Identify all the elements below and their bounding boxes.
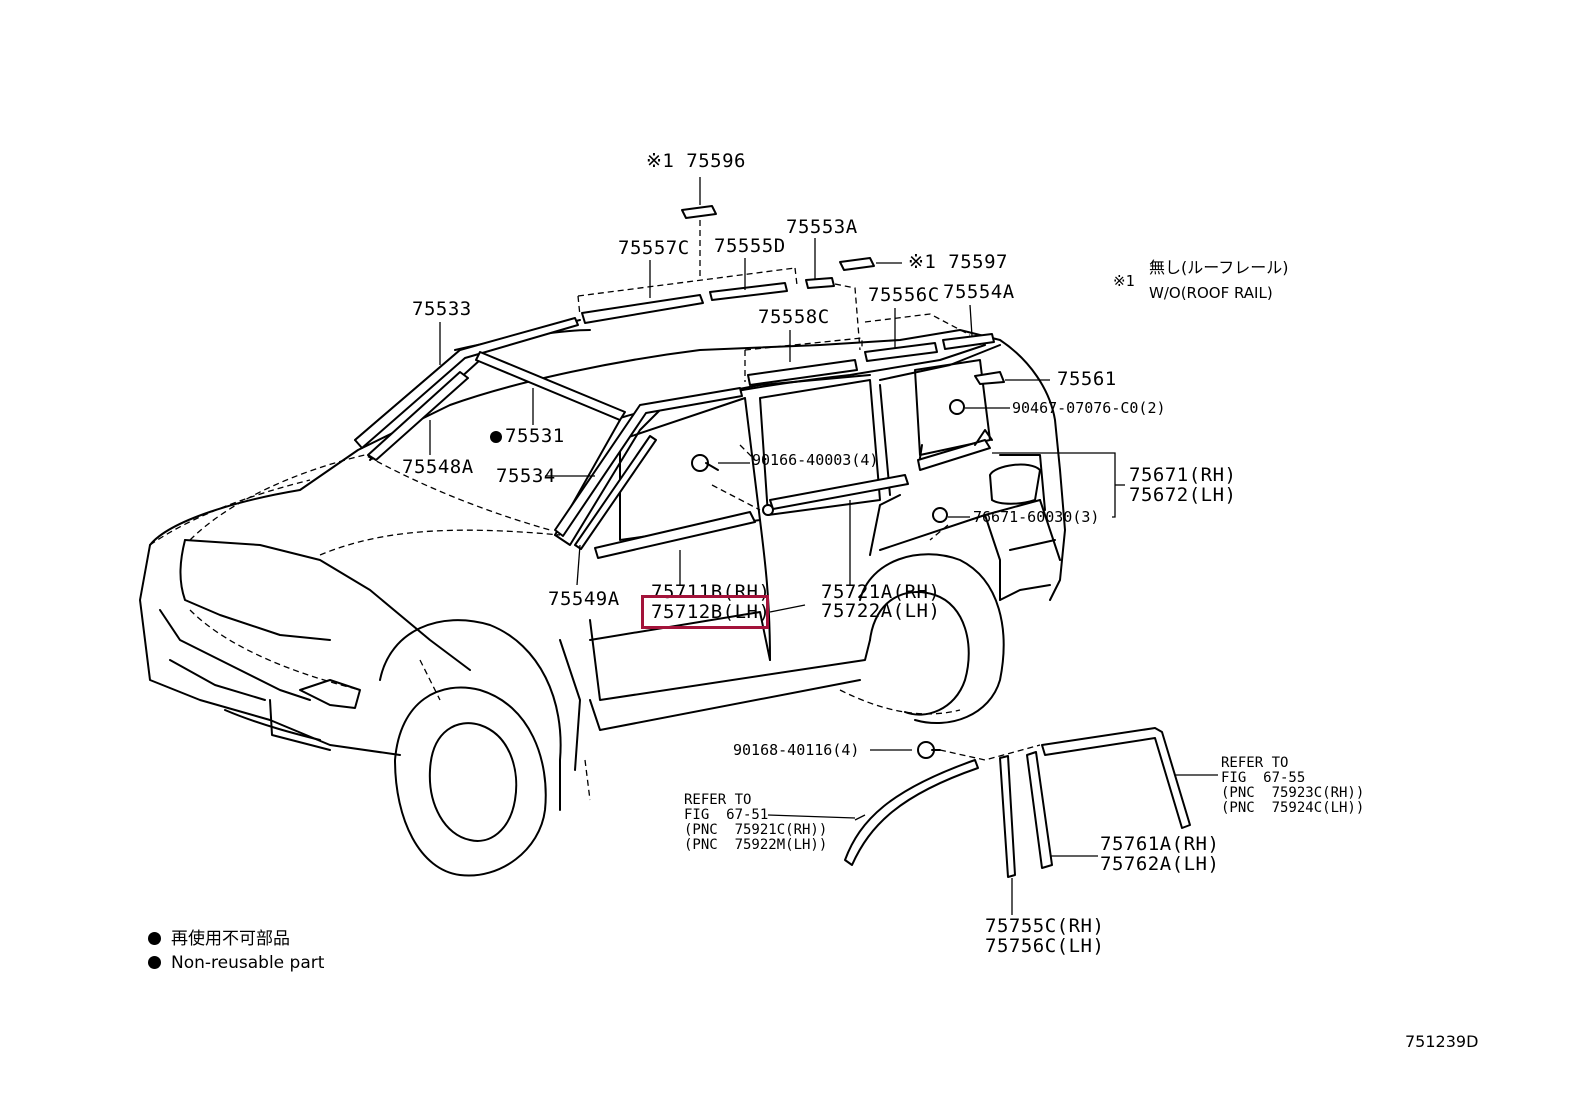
part-75755c-shape	[999, 755, 1016, 878]
clip-90467-shape	[949, 399, 965, 415]
clip-door-shape	[762, 504, 774, 516]
label-75755c: 75755C(RH)	[985, 915, 1105, 937]
refer-right-line1: REFER TO	[1221, 755, 1289, 771]
part-75761a-shape	[1026, 751, 1053, 869]
label-75533: 75533	[412, 298, 472, 320]
label-75554a: 75554A	[943, 281, 1015, 303]
label-75534: 75534	[496, 465, 556, 487]
label-75721a: 75721A(RH)	[821, 581, 941, 603]
part-75555d-shape	[709, 282, 788, 301]
legend-bullet-jp	[148, 932, 161, 945]
legend: 再使用不可部品 Non-reusable part	[148, 928, 324, 974]
part-75533-shape	[354, 317, 579, 449]
part-75711b-shape	[594, 511, 756, 559]
part-75561-shape	[974, 371, 1005, 385]
part-75671-bracket	[974, 429, 993, 446]
label-75672: 75672(LH)	[1129, 484, 1237, 506]
label-75596: ※1 75596	[646, 150, 746, 172]
label-75553a: 75553A	[786, 216, 858, 238]
label-75597: ※1 75597	[908, 251, 1008, 273]
part-75721a-shape	[769, 474, 909, 510]
part-75548a-shape	[367, 371, 469, 461]
non-reusable-bullet	[490, 431, 502, 443]
part-75556c-shape	[864, 342, 938, 362]
part-75596-shape	[681, 205, 717, 219]
part-75534-shape	[554, 387, 743, 537]
part-75554a-shape	[942, 333, 995, 350]
label-75558c: 75558C	[758, 306, 830, 328]
legend-en-text: Non-reusable part	[171, 953, 325, 973]
label-90166: 90166-40003(4)	[752, 451, 879, 469]
refer-left-line1: REFER TO	[684, 792, 752, 808]
legend-jp-text: 再使用不可部品	[171, 929, 290, 949]
part-75557c-shape	[581, 294, 704, 324]
part-75671-shape	[917, 439, 991, 471]
part-refer-left-shape	[844, 759, 979, 866]
note-line-en: W/O(ROOF RAIL)	[1149, 284, 1273, 302]
part-refer-right-shape	[1041, 727, 1191, 829]
label-75561: 75561	[1057, 368, 1117, 390]
highlight-box-75712b	[641, 595, 769, 629]
legend-bullet-en	[148, 956, 161, 969]
refer-left-line4: (PNC 75922M(LH))	[684, 837, 828, 853]
refer-right-line3: (PNC 75923C(RH))	[1221, 785, 1365, 801]
legend-jp: 再使用不可部品	[148, 928, 324, 950]
refer-right-line4: (PNC 75924C(LH))	[1221, 800, 1365, 816]
label-75722a: 75722A(LH)	[821, 600, 941, 622]
label-76671: 76671-60030(3)	[973, 508, 1100, 526]
label-75762a: 75762A(LH)	[1100, 853, 1220, 875]
label-75531-text: 75531	[505, 425, 565, 447]
label-90168: 90168-40116(4)	[733, 741, 860, 759]
label-75549a: 75549A	[548, 588, 620, 610]
label-75761a: 75761A(RH)	[1100, 833, 1220, 855]
part-75553a-shape	[805, 277, 835, 289]
note-line-jp: 無し(ルーフレール)	[1149, 258, 1289, 277]
moulding-parts	[354, 205, 1191, 878]
figure-id: 751239D	[1405, 1032, 1479, 1051]
part-75531-shape	[475, 351, 626, 421]
note-mark: ※1	[1113, 272, 1135, 290]
clip-76671-shape	[932, 507, 948, 523]
part-75549a-shape	[574, 435, 657, 550]
label-75712b: 75712B(LH)	[651, 601, 771, 623]
refer-left-line2: FIG 67-51	[684, 807, 769, 823]
part-75597-shape	[839, 257, 875, 271]
clip-90166-shape	[691, 454, 709, 472]
label-75555d: 75555D	[714, 235, 786, 257]
label-75671: 75671(RH)	[1129, 464, 1237, 486]
label-75556c: 75556C	[868, 284, 940, 306]
refer-left-line3: (PNC 75921C(RH))	[684, 822, 828, 838]
label-75557c: 75557C	[618, 237, 690, 259]
label-75531: 75531	[490, 426, 565, 446]
refer-right-line2: FIG 67-55	[1221, 770, 1306, 786]
label-75548a: 75548A	[402, 456, 474, 478]
label-90467: 90467-07076-C0(2)	[1012, 399, 1166, 417]
part-75558c-shape	[747, 359, 858, 386]
legend-en: Non-reusable part	[148, 952, 324, 974]
label-75756c: 75756C(LH)	[985, 935, 1105, 957]
leader-lines	[429, 177, 1218, 915]
